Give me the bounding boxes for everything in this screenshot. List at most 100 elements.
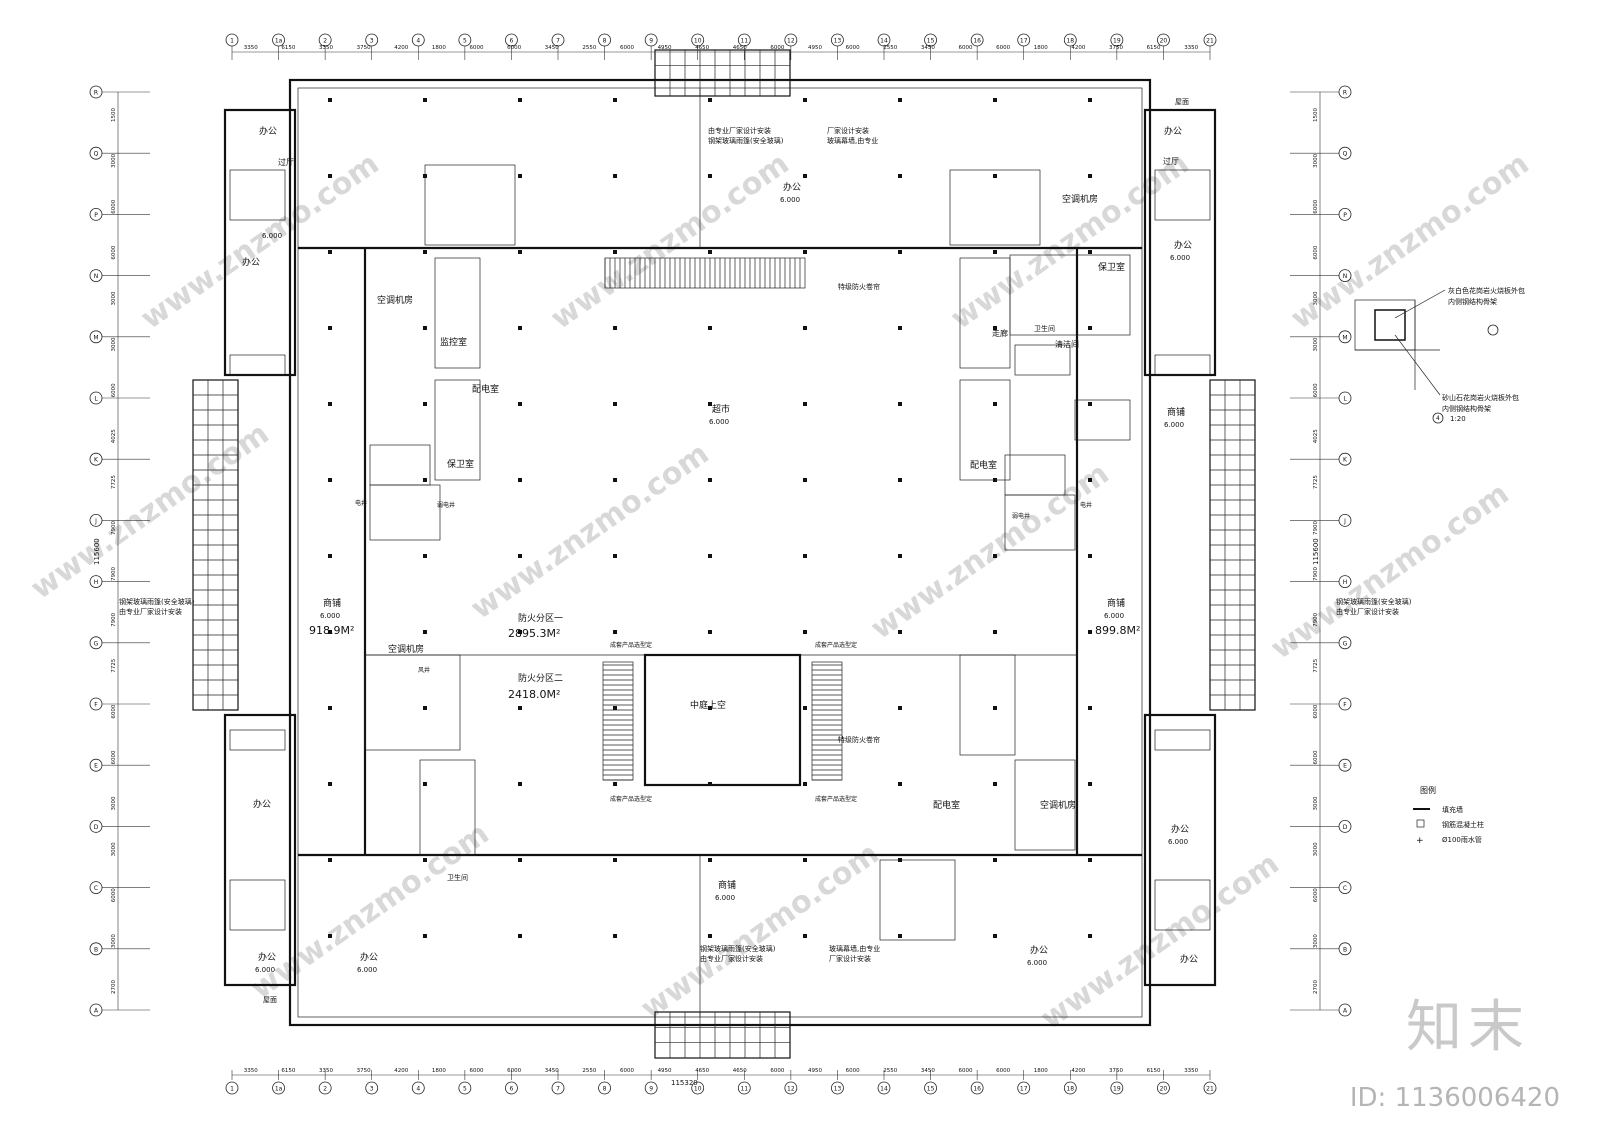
- note-escalator-3: 成套产品选型定: [610, 795, 652, 803]
- axis-label-left: M: [93, 334, 98, 341]
- column-marker: [613, 782, 617, 786]
- label-shop-ne: 商铺: [1167, 406, 1185, 418]
- note-fire-shutter-2: 特级防火卷帘: [838, 735, 880, 744]
- column-marker: [1088, 630, 1092, 634]
- dim-text-bottom: 3450: [921, 1068, 935, 1074]
- dim-text-bottom: 1800: [432, 1068, 446, 1074]
- axis-bubble-top: [737, 33, 751, 47]
- legend-item-1: 填充墙: [1442, 805, 1463, 814]
- label-corridor: 走廊: [992, 328, 1008, 338]
- axis-bubble-right: [1338, 575, 1352, 588]
- label-weak-shaft-e: 弱电井: [1012, 512, 1030, 520]
- axis-label-top: 6: [510, 38, 514, 45]
- dim-text-left: 6000: [111, 245, 117, 259]
- axis-label-left: C: [94, 885, 98, 892]
- label-office-se: 办公: [1180, 953, 1198, 965]
- watermark-4: www.znzmo.com: [1285, 146, 1536, 336]
- axis-bubble-top: [551, 33, 565, 47]
- column-marker: [708, 326, 712, 330]
- axis-label-top: 8: [603, 38, 607, 45]
- column-marker: [898, 858, 902, 862]
- note-side-canopy-e1: 钢架玻璃雨篷(安全玻璃): [1336, 597, 1412, 606]
- axis-bubble-left: [89, 452, 103, 466]
- axis-bubble-top: [1157, 33, 1170, 47]
- dim-text-top: 6000: [959, 45, 973, 51]
- axis-bubble-left: [89, 820, 103, 833]
- axis-label-left: J: [94, 518, 97, 525]
- column-marker: [708, 630, 712, 634]
- axis-bubble-right: [1338, 820, 1352, 833]
- axis-bubble-top: [924, 33, 937, 47]
- axis-label-bottom: 6: [510, 1086, 514, 1093]
- axis-bubble-right: [1338, 881, 1352, 894]
- label-toilet-ne: 卫生间: [1034, 324, 1055, 333]
- column-marker: [613, 858, 617, 862]
- dim-text-right: 1500: [1313, 107, 1319, 121]
- axis-bubble-top: [225, 33, 239, 47]
- dim-text-right: 2700: [1313, 980, 1319, 994]
- column-marker: [1088, 98, 1092, 102]
- dim-text-top: 4650: [695, 45, 709, 51]
- column-marker: [898, 326, 902, 330]
- axis-label-left: E: [94, 763, 98, 770]
- column-marker: [423, 250, 427, 254]
- column-marker: [328, 706, 332, 710]
- column-marker: [1088, 326, 1092, 330]
- dim-text-right: 3000: [1313, 842, 1319, 856]
- axis-label-left: P: [94, 212, 98, 219]
- label-office-e2: 办公: [1171, 823, 1189, 835]
- axis-label-right: K: [1343, 457, 1348, 464]
- axis-label-left: L: [94, 396, 98, 403]
- column-marker: [518, 858, 522, 862]
- column-marker: [708, 402, 712, 406]
- dim-text-left: 6000: [111, 750, 117, 764]
- detail-section-4: 灰白色花岗岩火烧板外包 内侧钢结构骨架 砂山石花岗岩火烧板外包 内侧钢结构骨架 …: [1354, 286, 1525, 424]
- column-marker: [328, 782, 332, 786]
- watermark-2: www.znzmo.com: [545, 146, 796, 336]
- label-office-w1: 办公: [242, 256, 260, 268]
- level-sw: 6.000: [255, 966, 275, 974]
- label-air-shaft: 风井: [418, 666, 430, 674]
- column-marker: [328, 934, 332, 938]
- axis-label-left: N: [94, 273, 99, 280]
- dim-text-right: 6000: [1313, 245, 1319, 259]
- axis-label-bottom: 4: [416, 1086, 420, 1093]
- axis-bubble-top: [691, 33, 705, 47]
- column-marker: [803, 478, 807, 482]
- column-marker: [993, 174, 997, 178]
- column-marker: [708, 174, 712, 178]
- column-marker: [423, 402, 427, 406]
- label-office-n: 办公: [783, 181, 801, 193]
- axis-bubble-left: [89, 85, 103, 99]
- label-roof-ne: 屋面: [1175, 98, 1189, 106]
- dim-text-left: 3000: [111, 337, 117, 351]
- axis-bubble-left: [89, 207, 103, 221]
- axis-bubble-left: [89, 514, 103, 527]
- note-curtain-s2: 厂家设计安装: [829, 954, 871, 963]
- dim-text-left: 6000: [111, 199, 117, 213]
- axis-bubble-bottom: [1063, 1081, 1077, 1095]
- axis-label-top: 11: [740, 38, 748, 45]
- column-marker: [613, 630, 617, 634]
- id-label: ID: 1136006420: [1349, 1083, 1560, 1113]
- column-marker: [803, 98, 807, 102]
- total-height-dim-right: 115600: [1312, 538, 1320, 565]
- column-marker: [803, 250, 807, 254]
- column-marker: [708, 934, 712, 938]
- column-marker: [518, 706, 522, 710]
- dim-text-top: 6000: [470, 45, 484, 51]
- axis-label-left: H: [94, 579, 99, 586]
- label-shop-w: 商铺: [323, 597, 341, 609]
- note-canopy-s1: 钢架玻璃雨篷(安全玻璃): [700, 944, 776, 953]
- column-marker: [423, 706, 427, 710]
- column-marker: [803, 858, 807, 862]
- label-weak-shaft-w: 弱电井: [437, 501, 455, 509]
- axis-bubble-bottom: [458, 1081, 472, 1095]
- dim-text-left: 4025: [111, 429, 117, 443]
- level-office-n: 6.000: [780, 196, 800, 204]
- label-ac-nw: 空调机房: [377, 294, 413, 306]
- label-office-sw: 办公: [258, 951, 276, 963]
- axis-bubble-right: [1338, 207, 1352, 221]
